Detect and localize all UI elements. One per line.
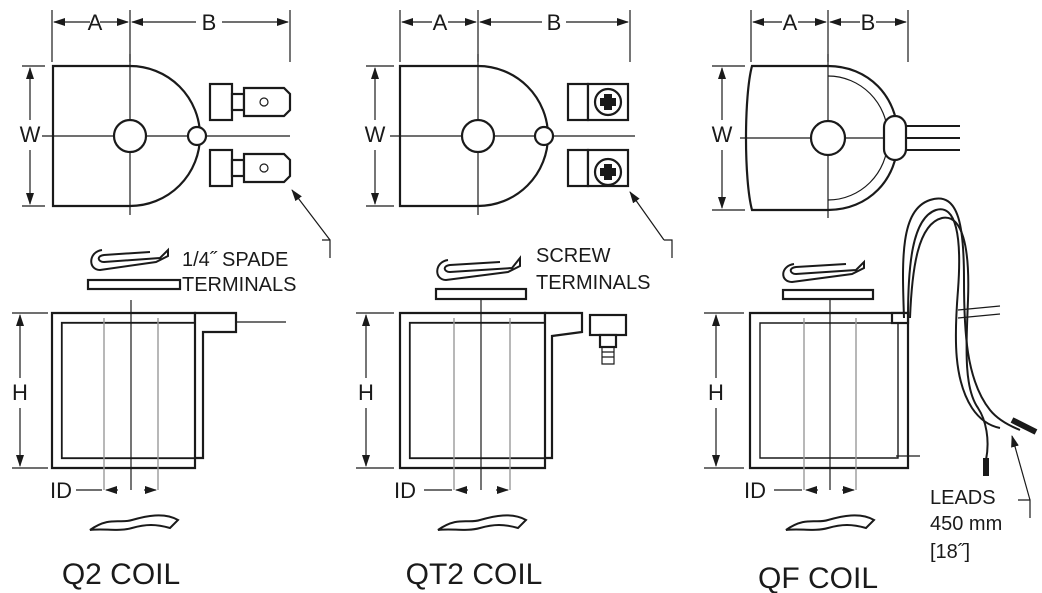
q2-dim-a: A (53, 10, 129, 35)
qf-dim-a: A (752, 10, 827, 35)
q2-label-w: W (20, 122, 41, 147)
qf-dim-b: B (829, 10, 907, 35)
qf-wave-washer (785, 514, 876, 531)
qf-lead-grommet (882, 114, 960, 162)
qt2-terminal-label-line2: TERMINALS (536, 272, 650, 294)
qf-dim-id: ID (744, 478, 855, 503)
qt2-dim-a: A (401, 10, 477, 35)
qt2-label-h: H (358, 380, 374, 405)
q2-label-id: ID (50, 478, 72, 503)
qt2-coil-title: QT2 COIL (406, 558, 543, 591)
qf-leads-label-line3: [18˝] (930, 541, 970, 563)
q2-dim-b: B (131, 10, 289, 35)
qf-dim-h: H (708, 314, 724, 467)
q2-side-view: H ID (12, 300, 286, 531)
q2-spade-terminal-upper (230, 86, 292, 118)
qf-coil-title: QF COIL (758, 562, 878, 593)
qf-dim-w: W (712, 65, 745, 211)
q2-dim-id: ID (50, 478, 157, 503)
qt2-label-a: A (433, 10, 448, 35)
qf-label-w: W (712, 122, 733, 147)
qt2-top-view: A B W (365, 10, 673, 258)
q2-dim-w: W (20, 65, 45, 207)
qf-leads-label-line1: LEADS (930, 487, 996, 509)
qf-label-b: B (861, 10, 876, 35)
qt2-clip (434, 255, 528, 301)
qf-core-hole (809, 119, 847, 157)
qt2-dim-b: B (479, 10, 629, 35)
qf-label-a: A (783, 10, 798, 35)
q2-terminal-label-line1: 1/4˝ SPADE (182, 249, 288, 271)
qf-label-id: ID (744, 478, 766, 503)
qf-yoke-plate (781, 288, 875, 301)
qf-leads-label-line2: 450 mm (930, 513, 1002, 535)
q2-coil-panel: A B W (12, 10, 331, 591)
qt2-wave-washer (437, 514, 528, 531)
q2-coil-title: Q2 COIL (62, 558, 180, 591)
q2-clip (86, 247, 182, 291)
qt2-side-screw (588, 313, 628, 365)
qt2-side-view: H ID (356, 300, 628, 531)
q2-core-hole (112, 118, 148, 154)
q2-wave-washer (89, 514, 180, 531)
qt2-terminal-label-line1: SCREW (536, 245, 611, 267)
q2-label-b: B (202, 10, 217, 35)
qt2-core-hole (460, 118, 496, 154)
q2-label-a: A (88, 10, 103, 35)
q2-top-view: A B W (20, 10, 331, 258)
q2-spade-terminal-lower (230, 152, 292, 184)
qf-coil-panel: A B W (704, 10, 1038, 593)
qt2-yoke-plate (434, 287, 528, 301)
qt2-label-w: W (365, 122, 386, 147)
qf-side-view: H ID (704, 300, 920, 531)
qt2-label-id: ID (394, 478, 416, 503)
qt2-coil-panel: A B W (356, 10, 673, 591)
qt2-screw-terminal-upper (586, 82, 630, 122)
qf-clip (781, 259, 875, 301)
q2-terminal-label-line2: TERMINALS (182, 274, 296, 296)
qt2-dim-w: W (365, 65, 394, 207)
qt2-dim-h: H (358, 314, 374, 467)
qt2-dim-id: ID (394, 478, 509, 503)
q2-label-h: H (12, 380, 28, 405)
qf-top-view: A B W (712, 10, 960, 218)
q2-yoke-plate (86, 278, 182, 291)
qf-label-h: H (708, 380, 724, 405)
q2-dim-h: H (12, 314, 28, 467)
qt2-label-b: B (547, 10, 562, 35)
qt2-screw-terminal-lower (586, 148, 630, 188)
qf-lead-wires (902, 197, 1038, 518)
